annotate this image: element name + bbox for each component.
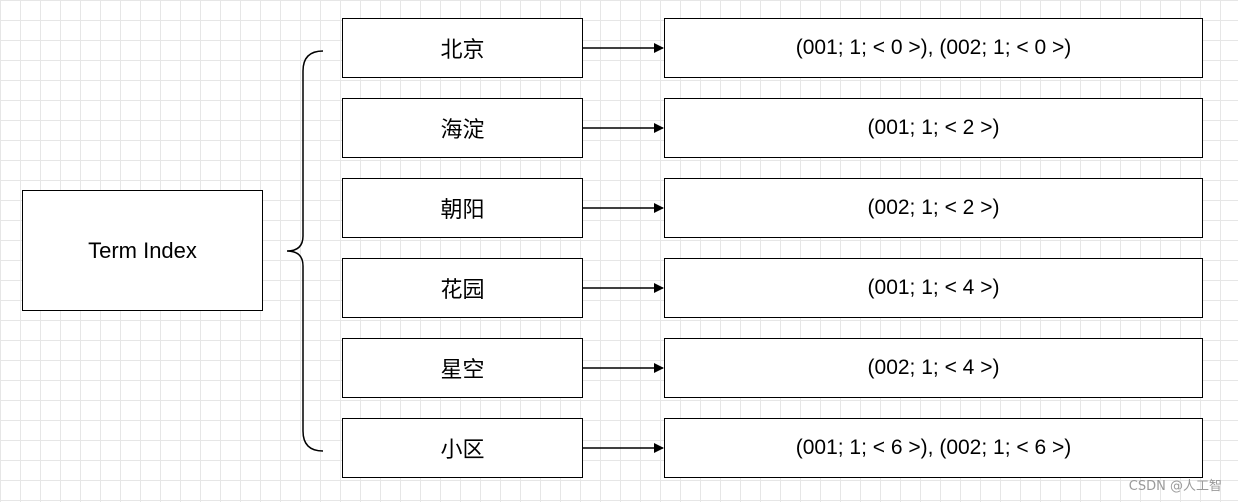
term-box: 花园 <box>342 258 583 318</box>
term-index-box: Term Index <box>22 190 263 311</box>
term-label: 花园 <box>440 278 485 303</box>
term-box: 朝阳 <box>342 178 583 238</box>
term-box: 海淀 <box>342 98 583 158</box>
curly-brace <box>286 50 324 452</box>
posting-list-text: (001; 1; < 2 >) <box>867 116 1000 139</box>
arrows <box>583 43 664 453</box>
posting-list-text: (002; 1; < 2 >) <box>867 196 1000 219</box>
posting-list-box: (001; 1; < 6 >), (002; 1; < 6 >) <box>664 418 1203 478</box>
term-label: 小区 <box>440 438 485 463</box>
term-box: 小区 <box>342 418 583 478</box>
posting-list-box: (002; 1; < 4 >) <box>664 338 1203 398</box>
watermark: CSDN @人工智 <box>1128 479 1222 494</box>
posting-list-box: (001; 1; < 4 >) <box>664 258 1203 318</box>
term-index-label: Term Index <box>88 237 197 263</box>
posting-list-box: (001; 1; < 2 >) <box>664 98 1203 158</box>
posting-list-box: (001; 1; < 0 >), (002; 1; < 0 >) <box>664 18 1203 78</box>
posting-list-box: (002; 1; < 2 >) <box>664 178 1203 238</box>
posting-list-text: (002; 1; < 4 >) <box>867 356 1000 379</box>
term-box: 星空 <box>342 338 583 398</box>
term-label: 北京 <box>440 38 485 63</box>
posting-list-text: (001; 1; < 0 >), (002; 1; < 0 >) <box>795 36 1072 59</box>
term-label: 星空 <box>440 358 485 383</box>
term-label: 海淀 <box>440 118 485 143</box>
posting-list-text: (001; 1; < 6 >), (002; 1; < 6 >) <box>795 436 1072 459</box>
term-label: 朝阳 <box>440 198 485 223</box>
posting-list-text: (001; 1; < 4 >) <box>867 276 1000 299</box>
term-box: 北京 <box>342 18 583 78</box>
